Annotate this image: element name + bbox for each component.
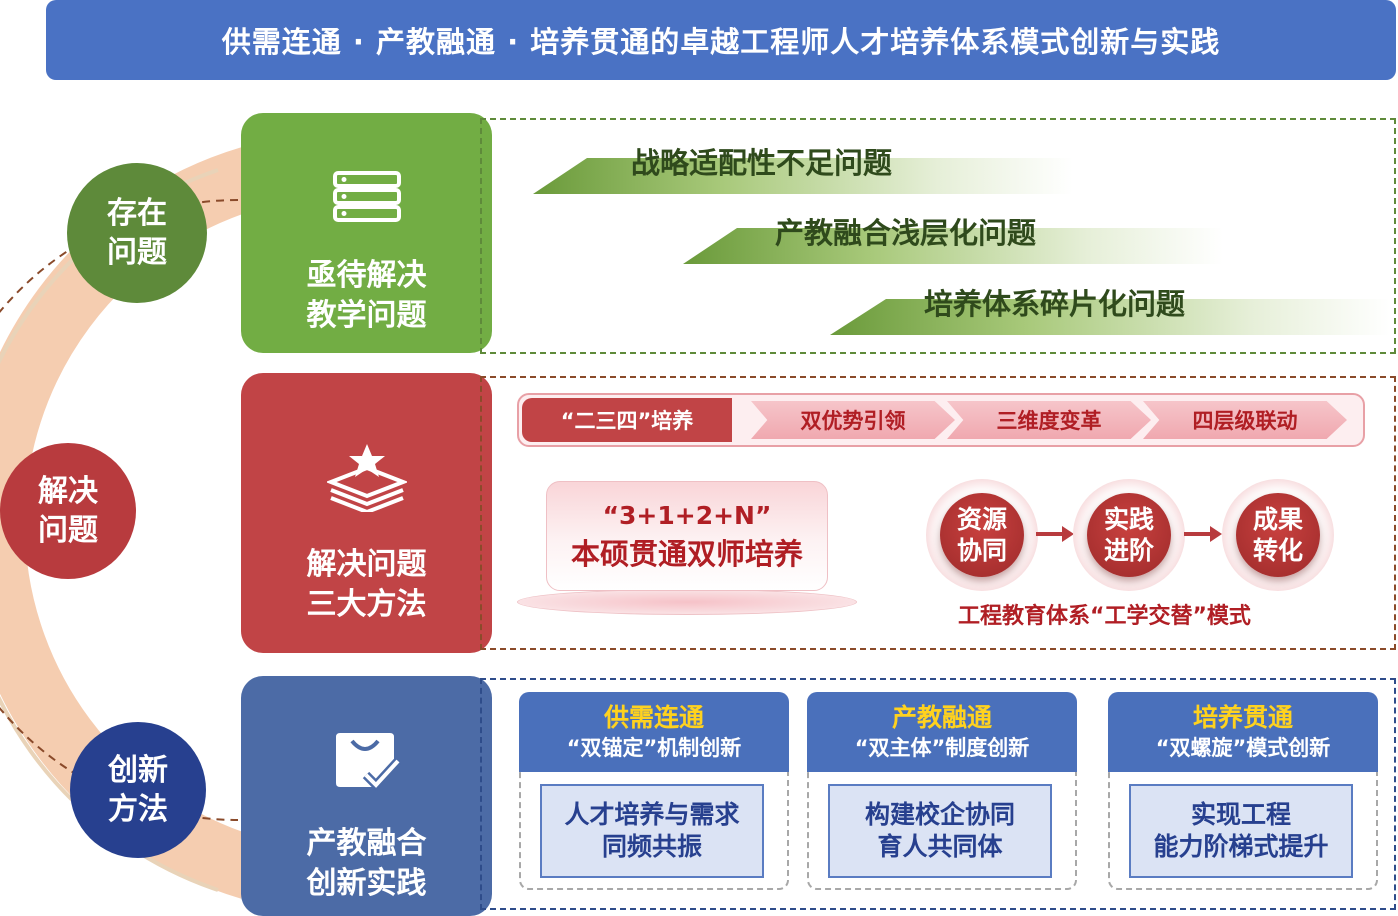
- innovation-subtitle: “双螺旋”模式创新: [1155, 736, 1331, 760]
- innovation-title: 培养贯通: [1192, 703, 1293, 732]
- problem-text: 战略适配性不足问题: [631, 146, 893, 180]
- chain-step: 双优势引领: [751, 401, 955, 439]
- problem-text: 培养体系碎片化问题: [924, 287, 1186, 321]
- problem-item: 战略适配性不足问题: [533, 146, 1073, 198]
- arrow-right-icon: [1036, 526, 1074, 542]
- innovation-header: 供需连通 “双锚定”机制创新: [519, 692, 789, 772]
- innovation-subtitle: “双锚定”机制创新: [566, 736, 742, 760]
- innovation-column: 培养贯通 “双螺旋”模式创新 实现工程 能力阶梯式提升: [1108, 692, 1378, 892]
- ring-result-transformation: 成果 转化: [1222, 479, 1334, 591]
- chain-step: 四层级联动: [1143, 401, 1347, 439]
- layers-star-icon: [324, 402, 409, 523]
- bench-box: “3+1+2+N” 本硕贯通双师培养: [546, 481, 828, 591]
- category-label: 解决问题 三大方法: [306, 546, 427, 622]
- checked-bag-icon: [332, 689, 402, 802]
- side-circle-innovation-methods: 创新 方法: [70, 722, 206, 858]
- chain-head: “二三四”培养: [522, 398, 732, 442]
- category-teaching-problems: 亟待解决 教学问题: [241, 113, 492, 353]
- training-chain: “二三四”培养 双优势引领 三维度变革 四层级联动: [517, 393, 1365, 447]
- category-label: 亟待解决 教学问题: [306, 257, 427, 333]
- bench-stage: [517, 589, 857, 615]
- page-title: 供需连通 · 产教融通 · 培养贯通的卓越工程师人才培养体系模式创新与实践: [46, 0, 1396, 80]
- innovation-header: 产教融通 “双主体”制度创新: [807, 692, 1077, 772]
- bench-formula: “3+1+2+N”: [602, 501, 772, 530]
- bench-title: 本硕贯通双师培养: [570, 537, 803, 571]
- innovation-column: 产教融通 “双主体”制度创新 构建校企协同 育人共同体: [807, 692, 1077, 892]
- innovation-title: 供需连通: [603, 703, 704, 732]
- server-stack-icon: [332, 131, 402, 234]
- category-three-methods: 解决问题 三大方法: [241, 373, 492, 653]
- chain-step: 三维度变革: [947, 401, 1151, 439]
- arrow-right-icon: [1184, 526, 1222, 542]
- innovation-header: 培养贯通 “双螺旋”模式创新: [1108, 692, 1378, 772]
- panel-innovations: [480, 678, 1396, 910]
- ring-practice-progression: 实践 进阶: [1073, 479, 1185, 591]
- panel-problems: [480, 118, 1396, 354]
- category-industry-education-practice: 产教融合 创新实践: [241, 676, 492, 916]
- problem-text: 产教融合浅层化问题: [775, 216, 1037, 250]
- innovation-column: 供需连通 “双锚定”机制创新 人才培养与需求 同频共振: [519, 692, 789, 892]
- ring-resource-synergy: 资源 协同: [926, 479, 1038, 591]
- problem-item: 产教融合浅层化问题: [683, 216, 1223, 268]
- side-circle-existing-problems: 存在 问题: [67, 163, 207, 303]
- mode-label: 工程教育体系“工学交替”模式: [958, 604, 1251, 629]
- innovation-body: 实现工程 能力阶梯式提升: [1129, 784, 1353, 878]
- panel-methods: [480, 376, 1396, 650]
- category-label: 产教融合 创新实践: [306, 825, 427, 901]
- side-circle-solve-problems: 解决 问题: [0, 443, 136, 579]
- problem-item: 培养体系碎片化问题: [830, 287, 1390, 339]
- innovation-subtitle: “双主体”制度创新: [854, 736, 1030, 760]
- innovation-title: 产教融通: [891, 703, 992, 732]
- innovation-body: 人才培养与需求 同频共振: [540, 784, 764, 878]
- innovation-body: 构建校企协同 育人共同体: [828, 784, 1052, 878]
